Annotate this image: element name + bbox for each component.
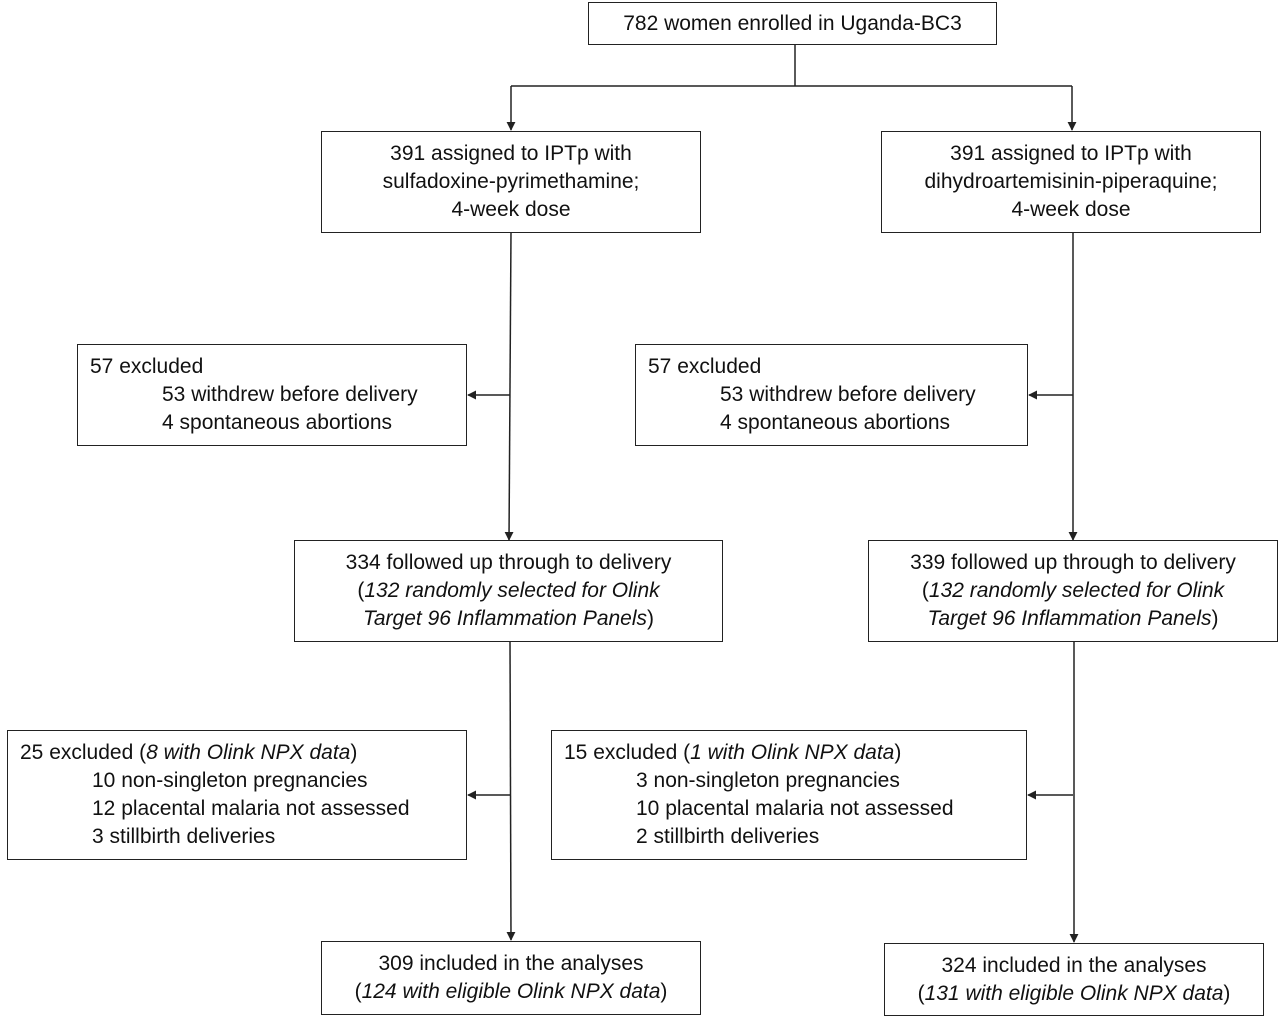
arrow-left-to-followed bbox=[504, 231, 514, 541]
left-excluded2-item: 12 placental malaria not assessed bbox=[92, 797, 410, 820]
left-excluded2-box: 25 excluded (8 with Olink NPX data) 10 n… bbox=[7, 730, 467, 860]
left-excluded1-title: 57 excluded bbox=[90, 355, 204, 378]
right-excluded1-item: 4 spontaneous abortions bbox=[720, 411, 951, 434]
right-excluded1-box: 57 excluded 53 withdrew before delivery … bbox=[635, 344, 1028, 446]
arrow-left-to-included bbox=[506, 640, 516, 941]
right-excluded2-item: 2 stillbirth deliveries bbox=[636, 825, 820, 848]
right-assigned-line-3: 4-week dose bbox=[1011, 198, 1131, 221]
right-assigned-box: 391 assigned to IPTp with dihydroartemis… bbox=[881, 131, 1261, 233]
right-excluded2-title: 15 excluded (1 with Olink NPX data) bbox=[564, 741, 902, 764]
left-excluded1-item: 53 withdrew before delivery bbox=[162, 383, 418, 406]
right-followed-line-1: 339 followed up through to delivery bbox=[910, 551, 1236, 574]
right-included-box: 324 included in the analyses (131 with e… bbox=[884, 943, 1264, 1016]
left-excluded2-title: 25 excluded (8 with Olink NPX data) bbox=[20, 741, 358, 764]
right-included-line-1: 324 included in the analyses bbox=[941, 953, 1207, 977]
left-excluded1-item: 4 spontaneous abortions bbox=[162, 411, 393, 434]
right-excluded1-item: 53 withdrew before delivery bbox=[720, 383, 976, 406]
right-followed-line-3: Target 96 Inflammation Panels) bbox=[927, 607, 1219, 630]
right-followed-box: 339 followed up through to delivery (132… bbox=[868, 540, 1278, 642]
right-excluded2-box: 15 excluded (1 with Olink NPX data) 3 no… bbox=[551, 730, 1027, 860]
enrolled-box: 782 women enrolled in Uganda-BC3 bbox=[588, 2, 997, 45]
left-assigned-line-2: sulfadoxine-pyrimethamine; bbox=[382, 170, 640, 193]
right-included-line-2: (131 with eligible Olink NPX data) bbox=[917, 981, 1231, 1005]
left-assigned-line-1: 391 assigned to IPTp with bbox=[390, 142, 632, 165]
left-included-line-1: 309 included in the analyses bbox=[378, 952, 644, 975]
right-followed-line-2: (132 randomly selected for Olink bbox=[921, 579, 1225, 602]
left-excluded1-box: 57 excluded 53 withdrew before delivery … bbox=[77, 344, 467, 446]
left-assigned-line-3: 4-week dose bbox=[451, 198, 571, 221]
enrolled-text: 782 women enrolled in Uganda-BC3 bbox=[623, 11, 962, 35]
right-assigned-line-2: dihydroartemisinin-piperaquine; bbox=[924, 170, 1218, 193]
right-excluded1-title: 57 excluded bbox=[648, 355, 762, 378]
right-excluded2-item: 3 non-singleton pregnancies bbox=[636, 769, 900, 792]
left-excluded2-item: 10 non-singleton pregnancies bbox=[92, 769, 368, 792]
left-included-line-2: (124 with eligible Olink NPX data) bbox=[354, 980, 668, 1003]
right-assigned-line-1: 391 assigned to IPTp with bbox=[950, 142, 1192, 165]
left-excluded2-item: 3 stillbirth deliveries bbox=[92, 825, 276, 848]
left-assigned-box: 391 assigned to IPTp with sulfadoxine-py… bbox=[321, 131, 701, 233]
left-followed-box: 334 followed up through to delivery (132… bbox=[294, 540, 723, 642]
left-followed-line-2: (132 randomly selected for Olink bbox=[357, 579, 660, 602]
right-excluded2-item: 10 placental malaria not assessed bbox=[636, 797, 954, 820]
left-included-box: 309 included in the analyses (124 with e… bbox=[321, 941, 701, 1015]
left-followed-line-1: 334 followed up through to delivery bbox=[345, 551, 672, 574]
left-followed-line-3: Target 96 Inflammation Panels) bbox=[362, 607, 655, 630]
